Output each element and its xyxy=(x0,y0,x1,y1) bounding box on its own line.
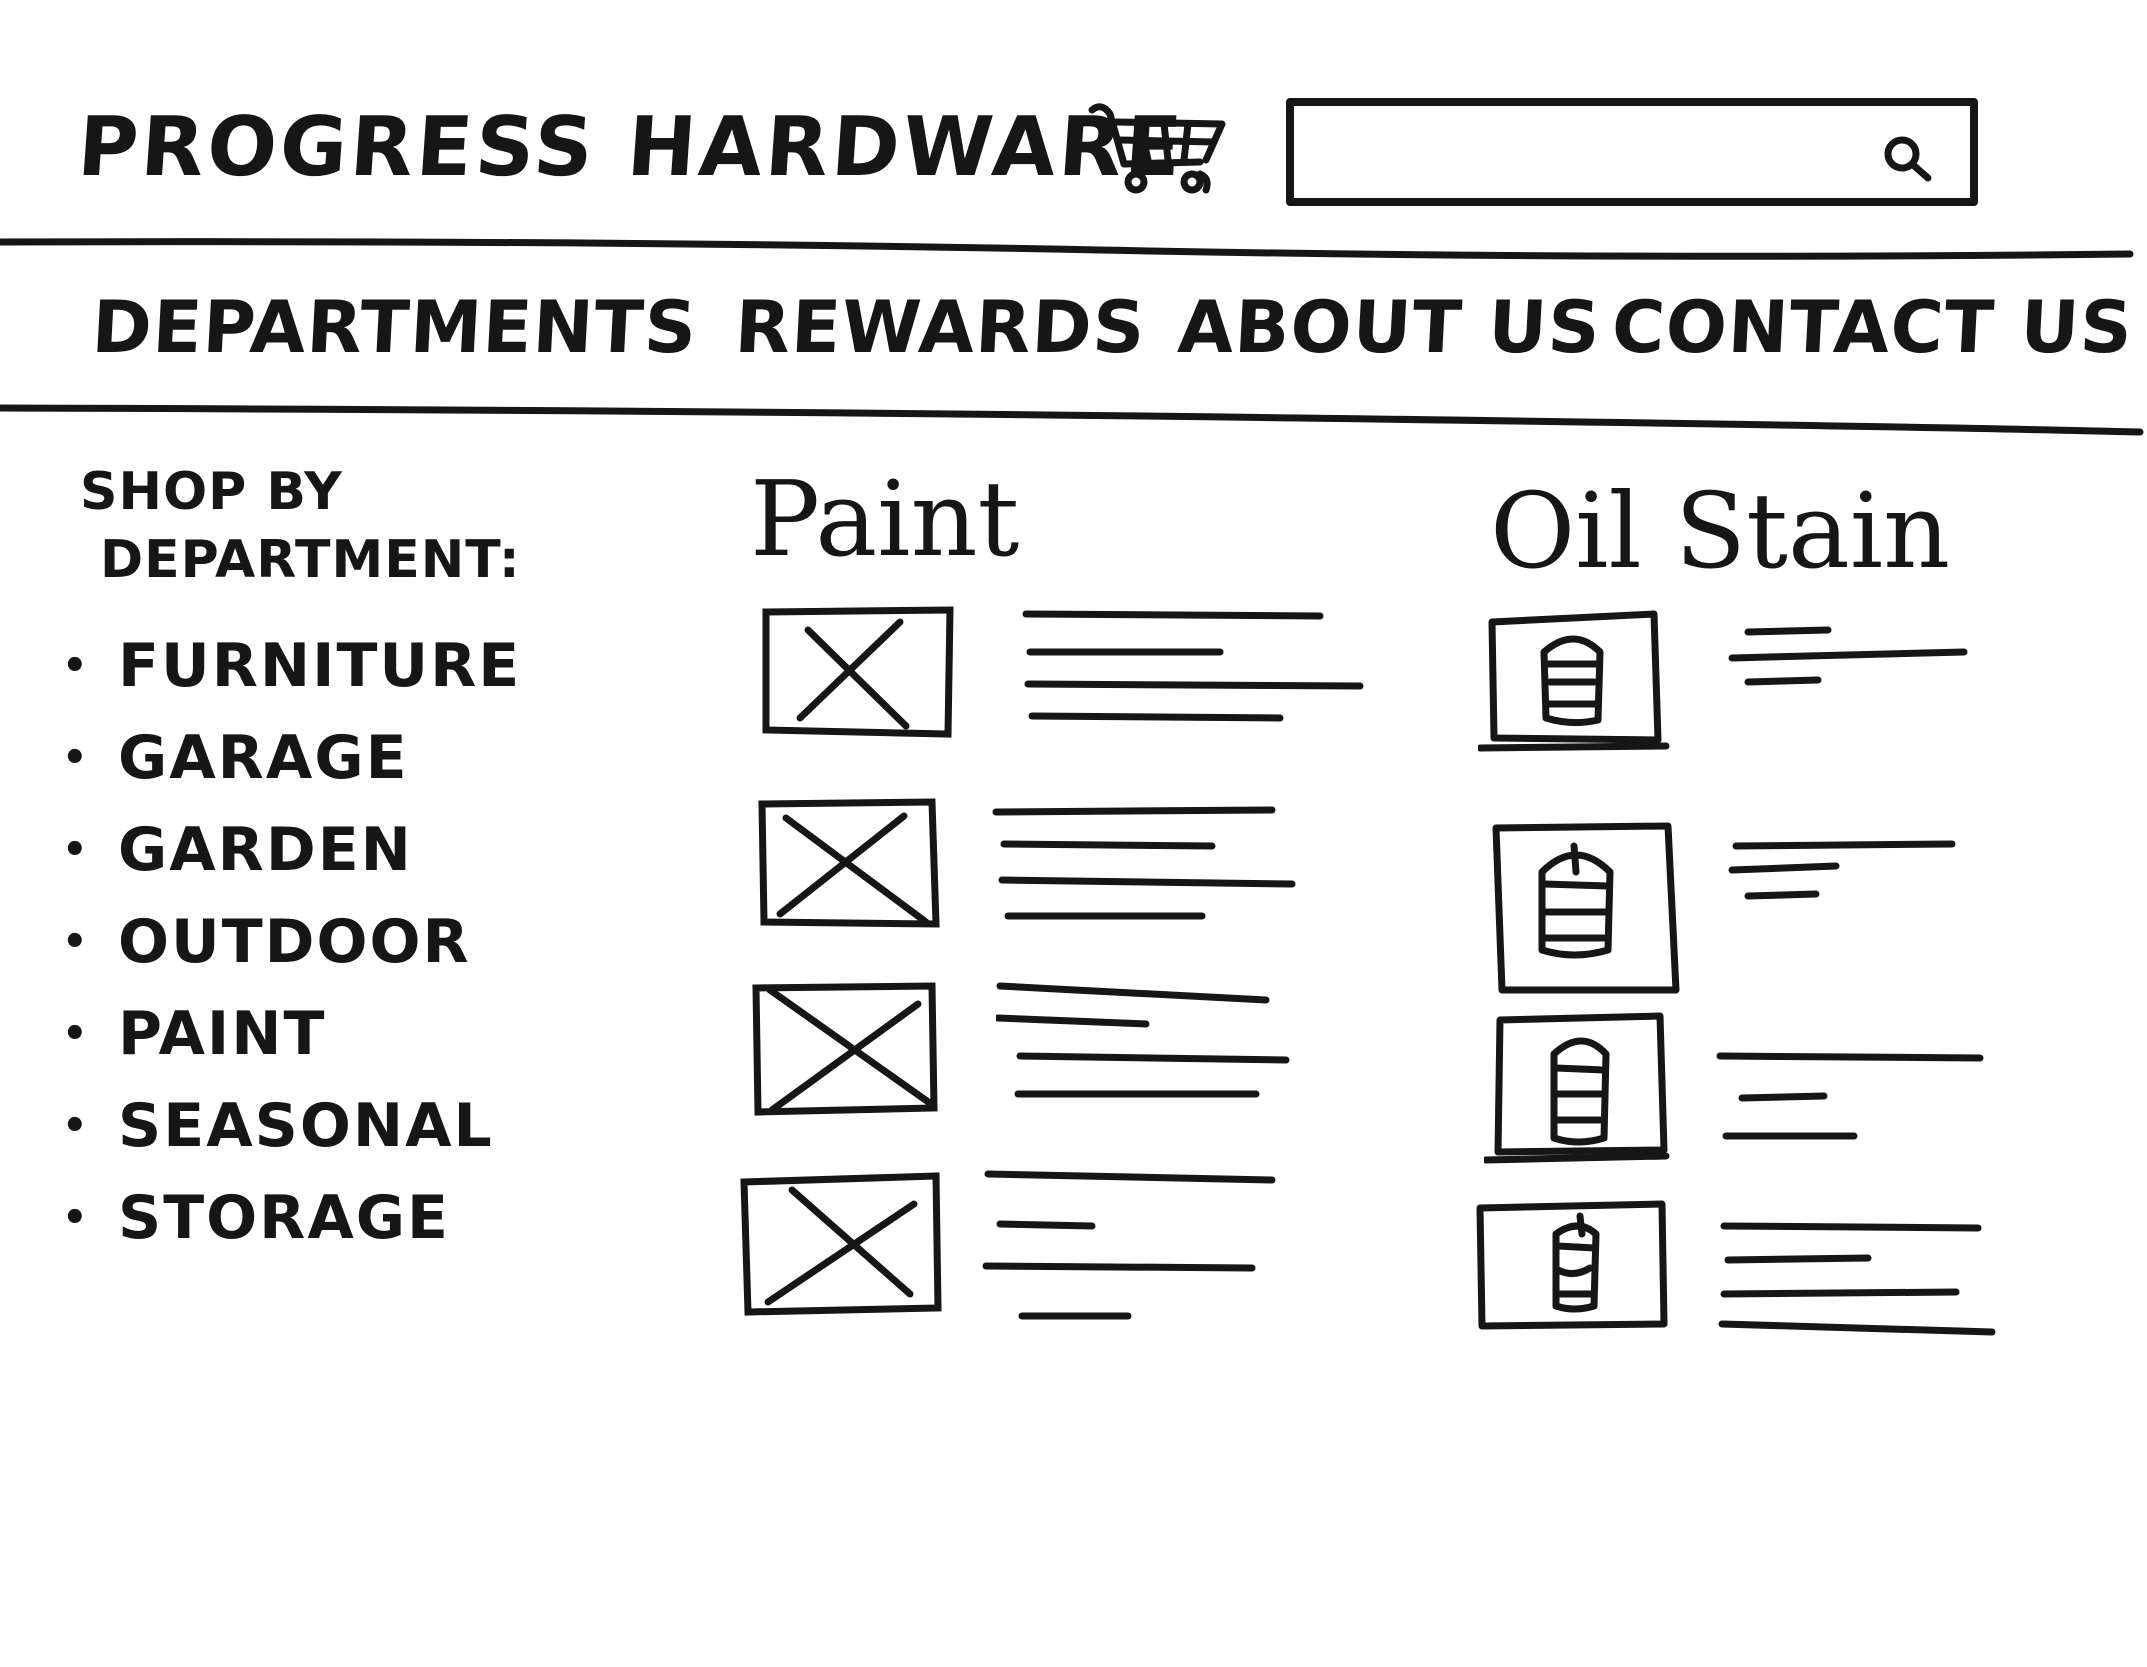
oil-stain-column-title: Oil Stain xyxy=(1490,470,1951,592)
paint-can-icon[interactable] xyxy=(1478,608,1678,758)
department-list: • FURNITURE • GARAGE • GARDEN • OUTDOOR • PAI… xyxy=(58,620,521,1264)
sidebar-item-paint[interactable]: • PAINT xyxy=(58,988,521,1080)
paint-can-icon[interactable] xyxy=(1490,820,1690,1000)
sidebar-item-label: GARAGE xyxy=(118,723,409,793)
image-placeholder-icon[interactable] xyxy=(750,980,950,1130)
sidebar-heading: SHOP BY DEPARTMENT: xyxy=(80,458,521,594)
image-placeholder-icon[interactable] xyxy=(760,600,960,750)
nav-item-departments[interactable]: DEPARTMENTS xyxy=(89,285,700,369)
product-description-placeholder xyxy=(1728,840,1956,900)
product-description-placeholder xyxy=(992,806,1296,920)
bullet-icon: • xyxy=(62,1195,90,1241)
bullet-icon: • xyxy=(62,919,90,965)
sidebar-item-seasonal[interactable]: • SEASONAL xyxy=(58,1080,521,1172)
search-input[interactable] xyxy=(1308,120,1872,186)
nav-item-about-us[interactable]: ABOUT US xyxy=(1175,285,1603,369)
oil-stain-product-card[interactable] xyxy=(1484,1010,2024,1170)
bullet-icon: • xyxy=(62,827,90,873)
search-box[interactable] xyxy=(1286,98,1978,206)
bullet-icon: • xyxy=(62,1011,90,1057)
image-placeholder-icon[interactable] xyxy=(756,796,956,946)
product-description-placeholder xyxy=(996,982,1290,1098)
sidebar-item-label: OUTDOOR xyxy=(118,907,471,977)
sidebar-item-furniture[interactable]: • FURNITURE xyxy=(58,620,521,712)
paint-product-card[interactable] xyxy=(756,796,1366,946)
oil-stain-product-card[interactable] xyxy=(1478,608,2008,758)
sidebar-item-label: PAINT xyxy=(118,999,327,1069)
paint-can-icon[interactable] xyxy=(1476,1198,1676,1338)
product-description-placeholder xyxy=(1728,626,1968,686)
image-placeholder-icon[interactable] xyxy=(738,1168,948,1328)
search-icon[interactable] xyxy=(1880,132,1934,186)
nav-item-contact-us[interactable]: CONTACT US xyxy=(1609,285,2136,369)
sidebar-item-outdoor[interactable]: • OUTDOOR xyxy=(58,896,521,988)
product-description-placeholder xyxy=(1716,1052,1984,1140)
sidebar-item-label: GARDEN xyxy=(118,815,413,885)
sidebar-heading-line2: DEPARTMENT: xyxy=(100,530,521,590)
paint-product-card[interactable] xyxy=(750,980,1360,1130)
sidebar-heading-line1: SHOP BY xyxy=(80,462,343,522)
paint-product-card[interactable] xyxy=(760,600,1370,750)
bullet-icon: • xyxy=(62,735,90,781)
paint-can-icon[interactable] xyxy=(1484,1010,1684,1170)
nav-divider xyxy=(0,404,2144,436)
product-description-placeholder xyxy=(1022,610,1364,722)
sidebar-item-label: FURNITURE xyxy=(118,631,522,701)
sidebar-item-label: SEASONAL xyxy=(118,1091,494,1161)
header-divider xyxy=(0,238,2134,260)
oil-stain-product-card[interactable] xyxy=(1476,1198,2016,1348)
bullet-icon: • xyxy=(62,1103,90,1149)
sidebar-item-storage[interactable]: • STORAGE xyxy=(58,1172,521,1264)
site-logo[interactable]: PROGRESS HARDWARE xyxy=(74,100,1188,195)
shopping-cart-icon[interactable] xyxy=(1088,100,1228,200)
sidebar-item-garage[interactable]: • GARAGE xyxy=(58,712,521,804)
sidebar-item-garden[interactable]: • GARDEN xyxy=(58,804,521,896)
paint-product-card[interactable] xyxy=(738,1168,1348,1328)
oil-stain-product-card[interactable] xyxy=(1490,820,2020,1000)
product-description-placeholder xyxy=(982,1170,1276,1320)
product-description-placeholder xyxy=(1718,1222,1996,1336)
paint-column-title: Paint xyxy=(750,458,1020,580)
bullet-icon: • xyxy=(62,643,90,689)
nav-item-rewards[interactable]: REWARDS xyxy=(732,285,1148,369)
sidebar-item-label: STORAGE xyxy=(118,1183,451,1253)
